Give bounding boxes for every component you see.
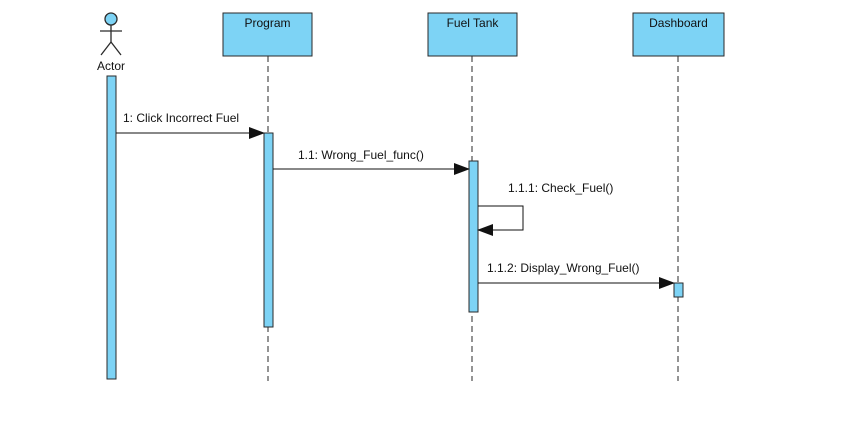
lifeline-program-head[interactable] <box>222 12 313 57</box>
lifeline-dashboard[interactable]: Dashboard <box>632 12 725 381</box>
actor[interactable]: Actor <box>97 12 125 73</box>
lifeline-dashboard-label: Dashboard <box>649 16 708 30</box>
message-1-1-1[interactable]: 1.1.1: Check_Fuel() <box>477 181 613 236</box>
actor-label: Actor <box>97 59 125 73</box>
lifeline-fuel-tank-label: Fuel Tank <box>447 16 500 30</box>
lifeline-fuel-tank[interactable]: Fuel Tank <box>427 12 518 381</box>
message-1-1-1-arrow <box>477 205 524 236</box>
lifeline-program-label: Program <box>244 16 290 30</box>
message-1-1-label: 1.1: Wrong_Fuel_func() <box>298 148 424 162</box>
message-1-1[interactable]: 1.1: Wrong_Fuel_func() <box>273 148 470 175</box>
message-1-1-1-label: 1.1.1: Check_Fuel() <box>508 181 613 195</box>
message-1-1-2-label: 1.1.2: Display_Wrong_Fuel() <box>487 261 640 275</box>
message-1-1-2[interactable]: 1.1.2: Display_Wrong_Fuel() <box>478 261 675 289</box>
message-1-label: 1: Click Incorrect Fuel <box>123 111 239 125</box>
actor-figure-icon <box>100 12 122 56</box>
lifeline-fuel-tank-head[interactable] <box>427 12 518 57</box>
message-1[interactable]: 1: Click Incorrect Fuel <box>116 111 265 139</box>
fuel-tank-activation-bar <box>468 160 479 313</box>
dashboard-activation-bar <box>673 282 684 298</box>
actor-activation-bar <box>106 75 117 380</box>
program-activation-bar <box>263 132 274 328</box>
